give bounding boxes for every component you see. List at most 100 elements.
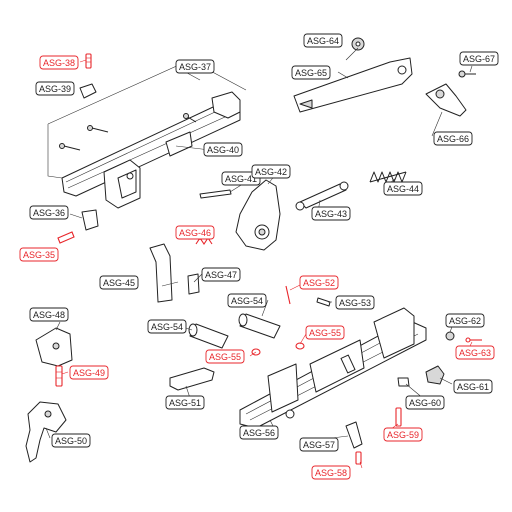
svg-text:ASG-58: ASG-58	[315, 468, 347, 478]
part-asg51-lever	[169, 367, 215, 391]
svg-text:ASG-40: ASG-40	[207, 145, 239, 155]
label-asg54a: ASG-54	[147, 319, 187, 334]
svg-text:ASG-52: ASG-52	[303, 278, 335, 288]
part-asg39	[79, 83, 97, 99]
svg-text:ASG-51: ASG-51	[169, 398, 201, 408]
upper-screws	[59, 113, 197, 151]
part-asg38-spring	[85, 53, 92, 69]
label-asg39: ASG-39	[35, 81, 75, 96]
part-asg54b-cylinder	[238, 313, 281, 339]
label-asg43: ASG-43	[311, 206, 351, 221]
svg-text:ASG-45: ASG-45	[103, 278, 135, 288]
label-asg41: ASG-41	[221, 171, 261, 186]
part-asg41-pin	[199, 189, 232, 199]
part-asg65-lever	[293, 57, 413, 113]
svg-text:ASG-47: ASG-47	[205, 270, 237, 280]
label-asg60: ASG-60	[405, 395, 445, 410]
svg-text:ASG-59: ASG-59	[387, 430, 419, 440]
label-asg54b: ASG-54	[227, 293, 267, 308]
label-asg49: ASG-49	[69, 365, 109, 380]
part-asg36	[81, 209, 99, 231]
upper-frame-rail	[61, 91, 241, 209]
label-asg37: ASG-37	[175, 59, 215, 74]
part-asg54a-cylinder	[188, 323, 229, 349]
label-asg50: ASG-50	[51, 433, 91, 448]
svg-text:ASG-67: ASG-67	[463, 54, 495, 64]
label-asg61: ASG-61	[453, 379, 493, 394]
svg-text:ASG-63: ASG-63	[459, 348, 491, 358]
svg-text:ASG-49: ASG-49	[73, 368, 105, 378]
label-asg45: ASG-45	[99, 275, 139, 290]
label-asg55b: ASG-55	[205, 349, 245, 364]
part-asg56-lower-frame	[239, 307, 427, 429]
label-asg38: ASG-38	[39, 55, 79, 70]
svg-text:ASG-35: ASG-35	[23, 250, 55, 260]
label-asg47: ASG-47	[201, 267, 241, 282]
part-asg53-pin	[316, 297, 331, 307]
svg-text:ASG-65: ASG-65	[295, 68, 327, 78]
part-asg59-spring	[395, 407, 402, 427]
part-asg49-spring	[55, 365, 63, 387]
label-asg44: ASG-44	[383, 181, 423, 196]
svg-text:ASG-39: ASG-39	[39, 84, 71, 94]
label-asg53: ASG-53	[335, 295, 375, 310]
label-asg36: ASG-36	[29, 205, 69, 220]
svg-text:ASG-66: ASG-66	[437, 134, 469, 144]
svg-text:ASG-61: ASG-61	[457, 382, 489, 392]
part-asg64-washer	[351, 37, 365, 51]
svg-text:ASG-62: ASG-62	[449, 316, 481, 326]
svg-text:ASG-46: ASG-46	[179, 228, 211, 238]
svg-text:ASG-54: ASG-54	[231, 296, 263, 306]
part-asg67-screw	[458, 70, 476, 78]
part-asg47-pin	[187, 273, 200, 295]
svg-text:ASG-50: ASG-50	[55, 436, 87, 446]
svg-text:ASG-56: ASG-56	[243, 428, 275, 438]
label-asg59: ASG-59	[383, 427, 423, 442]
label-asg46: ASG-46	[175, 225, 215, 240]
part-asg62	[445, 331, 455, 341]
part-asg42-hammer	[235, 179, 281, 251]
label-asg52: ASG-52	[299, 275, 339, 290]
svg-text:ASG-60: ASG-60	[409, 398, 441, 408]
part-asg35-spring	[57, 231, 75, 244]
svg-text:ASG-43: ASG-43	[315, 209, 347, 219]
label-asg42: ASG-42	[251, 164, 291, 179]
part-asg66	[425, 83, 467, 117]
label-asg65: ASG-65	[291, 65, 331, 80]
part-asg45-sear	[149, 243, 173, 303]
part-asg61	[425, 365, 445, 385]
svg-text:ASG-48: ASG-48	[33, 310, 65, 320]
label-asg66: ASG-66	[433, 131, 473, 146]
label-asg58: ASG-58	[311, 465, 351, 480]
part-asg57	[345, 421, 363, 449]
part-asg43-strut	[295, 181, 349, 211]
part-asg44-spring	[369, 171, 407, 183]
label-asg56: ASG-56	[239, 425, 279, 440]
svg-text:ASG-44: ASG-44	[387, 184, 419, 194]
label-asg51: ASG-51	[165, 395, 205, 410]
svg-text:ASG-57: ASG-57	[303, 440, 335, 450]
svg-text:ASG-36: ASG-36	[33, 208, 65, 218]
svg-text:ASG-37: ASG-37	[179, 62, 211, 72]
svg-text:ASG-41: ASG-41	[225, 174, 257, 184]
label-asg62: ASG-62	[445, 313, 485, 328]
part-asg50-trigger	[25, 401, 67, 463]
svg-text:ASG-55: ASG-55	[209, 352, 241, 362]
svg-text:ASG-64: ASG-64	[307, 36, 339, 46]
label-asg40: ASG-40	[203, 142, 243, 157]
label-asg35: ASG-35	[19, 247, 59, 262]
svg-text:ASG-38: ASG-38	[43, 58, 75, 68]
part-asg48	[35, 327, 73, 367]
label-asg63: ASG-63	[455, 345, 495, 360]
label-asg57: ASG-57	[299, 437, 339, 452]
part-asg58-spring	[355, 451, 362, 465]
label-asg67: ASG-67	[459, 51, 499, 66]
label-asg64: ASG-64	[303, 33, 343, 48]
part-asg52-pin	[285, 285, 291, 305]
svg-text:ASG-54: ASG-54	[151, 322, 183, 332]
svg-text:ASG-55: ASG-55	[309, 328, 341, 338]
label-asg55a: ASG-55	[305, 325, 345, 340]
svg-text:ASG-53: ASG-53	[339, 298, 371, 308]
